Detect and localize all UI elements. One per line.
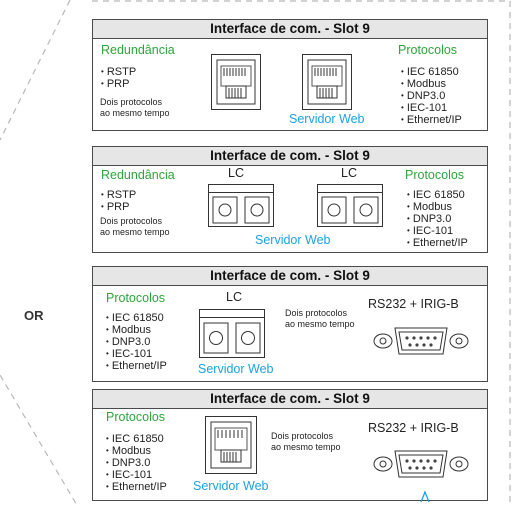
serial-port-label: RS232 + IRIG-B <box>368 297 459 311</box>
protocols-list: IEC 61850 Modbus DNP3.0 IEC-101 Ethernet… <box>106 433 167 493</box>
protocols-heading: Protocolos <box>106 291 166 305</box>
list-item: IEC-101 <box>407 225 468 237</box>
dual-protocol-note: Dois protocolos ao mesmo tempo <box>100 216 170 237</box>
list-item: RSTP <box>101 189 136 201</box>
db9-serial-connector-icon <box>373 327 469 355</box>
list-item: DNP3.0 <box>106 336 167 348</box>
list-item: Modbus <box>401 78 462 90</box>
dual-protocol-note: Dois protocolos ao mesmo tempo <box>100 97 170 118</box>
comm-interface-card-rj45-serial: Interface de com. - Slot 9 Protocolos IE… <box>92 389 488 502</box>
web-server-caption: Servidor Web <box>198 362 274 376</box>
comm-interface-card-rj45-dual: Interface de com. - Slot 9 Redundância R… <box>92 19 488 131</box>
dual-protocol-note: Dois protocolos ao mesmo tempo <box>285 308 355 329</box>
redundancy-list: RSTP PRP <box>101 66 136 90</box>
list-item: Modbus <box>106 445 167 457</box>
redundancy-heading: Redundância <box>101 168 175 182</box>
dual-protocol-note: Dois protocolos ao mesmo tempo <box>271 431 341 452</box>
web-server-caption: Servidor Web <box>289 112 365 126</box>
list-item: IEC-101 <box>401 102 462 114</box>
list-item: Modbus <box>407 201 468 213</box>
redundancy-list: RSTP PRP <box>101 189 136 213</box>
list-item: IEC-101 <box>106 469 167 481</box>
protocols-heading: Protocolos <box>398 43 458 57</box>
db9-serial-connector-icon <box>373 450 469 478</box>
list-item: IEC 61850 <box>106 433 167 445</box>
list-item: PRP <box>101 78 136 90</box>
lc-fiber-connector-icon <box>317 184 383 227</box>
list-item: PRP <box>101 201 136 213</box>
signal-arrow-icon <box>420 490 430 502</box>
lc-label: LC <box>226 290 242 304</box>
list-item: IEC 61850 <box>106 312 167 324</box>
card-title: Interface de com. - Slot 9 <box>93 267 487 286</box>
list-item: Ethernet/IP <box>401 114 462 126</box>
protocols-heading: Protocolos <box>106 410 166 424</box>
web-server-caption: Servidor Web <box>255 233 331 247</box>
list-item: Ethernet/IP <box>106 360 167 372</box>
list-item: Ethernet/IP <box>106 481 167 493</box>
web-server-caption: Servidor Web <box>193 479 269 493</box>
protocols-list: IEC 61850 Modbus DNP3.0 IEC-101 Ethernet… <box>401 66 462 126</box>
list-item: DNP3.0 <box>401 90 462 102</box>
rj45-port-icon <box>302 54 352 110</box>
list-item: IEC 61850 <box>407 189 468 201</box>
list-item: IEC 61850 <box>401 66 462 78</box>
comm-interface-card-lc-dual: Interface de com. - Slot 9 Redundância R… <box>92 146 488 253</box>
card-title: Interface de com. - Slot 9 <box>93 390 487 409</box>
list-item: IEC-101 <box>106 348 167 360</box>
lc-label: LC <box>228 166 244 180</box>
list-item: DNP3.0 <box>106 457 167 469</box>
protocols-heading: Protocolos <box>405 168 465 182</box>
protocols-list: IEC 61850 Modbus DNP3.0 IEC-101 Ethernet… <box>407 189 468 249</box>
lc-label: LC <box>341 166 357 180</box>
rj45-port-icon <box>211 54 261 110</box>
rj45-port-icon <box>205 416 257 474</box>
comm-interface-card-lc-serial: Interface de com. - Slot 9 Protocolos IE… <box>92 266 488 382</box>
card-title: Interface de com. - Slot 9 <box>93 20 487 39</box>
lc-fiber-connector-icon <box>208 184 274 227</box>
card-title: Interface de com. - Slot 9 <box>93 147 487 166</box>
lc-fiber-connector-icon <box>199 309 265 358</box>
list-item: Ethernet/IP <box>407 237 468 249</box>
or-label: OR <box>24 308 44 323</box>
list-item: DNP3.0 <box>407 213 468 225</box>
redundancy-heading: Redundância <box>101 43 175 57</box>
protocols-list: IEC 61850 Modbus DNP3.0 IEC-101 Ethernet… <box>106 312 167 372</box>
list-item: RSTP <box>101 66 136 78</box>
list-item: Modbus <box>106 324 167 336</box>
serial-port-label: RS232 + IRIG-B <box>368 421 459 435</box>
